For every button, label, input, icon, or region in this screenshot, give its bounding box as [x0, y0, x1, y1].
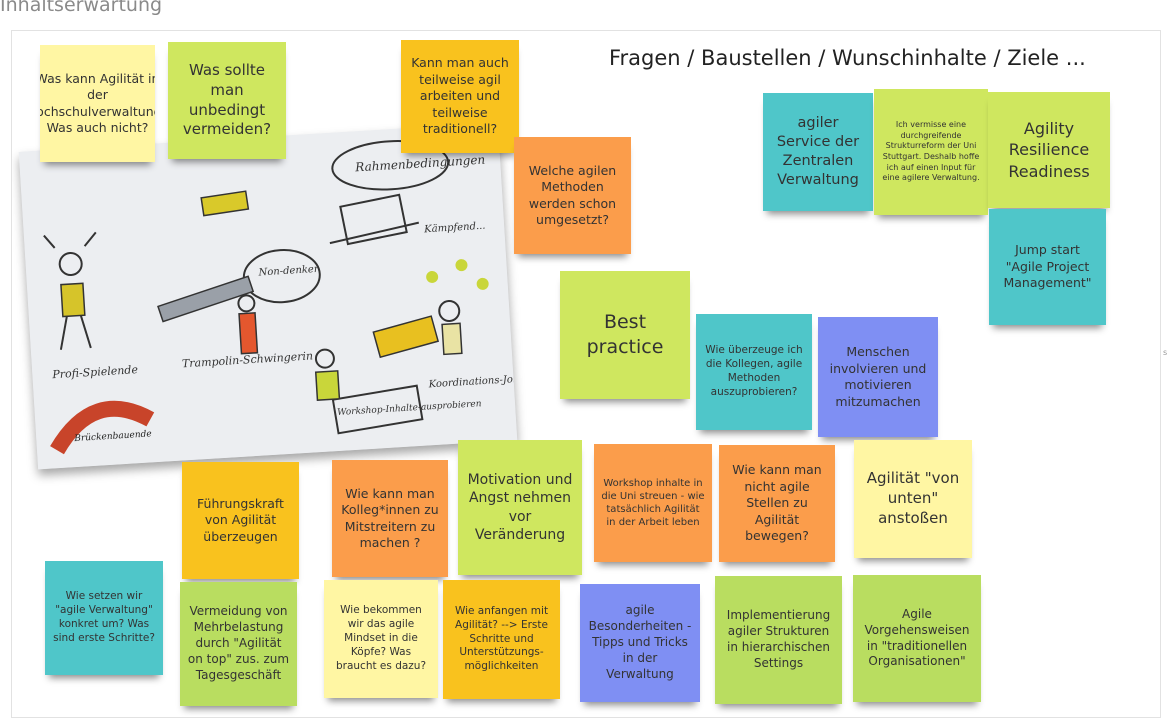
side-mark: s — [1163, 348, 1168, 357]
sticky-note[interactable]: Agilität "von unten" anstoßen — [854, 440, 972, 558]
sticky-note[interactable]: Wie überzeuge ich die Kollegen, agile Me… — [696, 314, 812, 430]
page-heading: Inhaltserwartung — [0, 0, 163, 16]
sticky-note[interactable]: Wie anfangen mit Agilität? --> Erste Sch… — [443, 580, 560, 699]
note-text: Ich vermisse eine durchgreifende Struktu… — [882, 120, 980, 183]
note-text: agiler Service der Zentralen Verwaltung — [776, 114, 860, 189]
note-text: Wie anfangen mit Agilität? --> Erste Sch… — [454, 604, 549, 673]
note-text: Was sollte man unbedingt vermeiden? — [182, 60, 272, 139]
note-text: Agile Vorgehensweisen in "traditionellen… — [864, 606, 970, 669]
note-text: Kann man auch teilweise agil arbeiten un… — [411, 55, 509, 137]
sketchnote-photo[interactable]: Rahmenbedingungen Kämpfend... Non-denker… — [18, 122, 518, 470]
sketch-label-bruecke: Brückenbauende — [73, 429, 152, 444]
whiteboard-canvas[interactable]: Fragen / Baustellen / Wunschinhalte / Zi… — [11, 30, 1161, 718]
sketchnote-drawing: Rahmenbedingungen Kämpfend... Non-denker… — [18, 122, 518, 470]
sticky-note[interactable]: Kann man auch teilweise agil arbeiten un… — [401, 40, 519, 153]
sketch-label-profi: Profi-Spielende — [51, 363, 139, 381]
note-text: Agility Resilience Readiness — [1008, 119, 1090, 181]
sticky-note[interactable]: Was sollte man unbedingt vermeiden? — [168, 42, 286, 159]
note-text: Motivation und Angst nehmen vor Veränder… — [467, 471, 573, 543]
sticky-note[interactable]: Wie kann man nicht agile Stellen zu Agil… — [719, 445, 835, 562]
note-text: Was kann Agilität in der Hochschulverwal… — [40, 70, 155, 136]
note-text: Best practice — [586, 310, 664, 358]
sticky-note[interactable]: Vermeidung von Mehrbelastung durch "Agil… — [180, 582, 297, 706]
sticky-note[interactable]: Agile Vorgehensweisen in "traditionellen… — [853, 575, 981, 702]
sticky-note[interactable]: Jump start "Agile Project Management" — [989, 209, 1106, 325]
note-text: Führungskraft von Agilität überzeugen — [197, 495, 284, 544]
sticky-note[interactable]: Wie kann man Kolleg*innen zu Mitstreiter… — [332, 460, 448, 577]
note-text: Welche agilen Methoden werden schon umge… — [528, 162, 617, 228]
sketch-label-nondenker: Non-denker — [257, 264, 320, 279]
note-text: Wie kann man nicht agile Stellen zu Agil… — [732, 462, 822, 544]
note-text: Wie bekommen wir das agile Mindset in di… — [335, 604, 427, 672]
note-text: Wie überzeuge ich die Kollegen, agile Me… — [705, 344, 803, 398]
sticky-note[interactable]: Motivation und Angst nehmen vor Veränder… — [458, 440, 582, 575]
sticky-note[interactable]: Was kann Agilität in der Hochschulverwal… — [40, 45, 155, 162]
note-text: Agilität "von unten" anstoßen — [866, 469, 960, 527]
sticky-note[interactable]: Workshop inhalte in die Uni streuen - wi… — [594, 444, 712, 562]
sticky-note[interactable]: Ich vermisse eine durchgreifende Struktu… — [874, 89, 988, 215]
note-text: Implementierung agiler Strukturen in hie… — [726, 608, 831, 670]
sticky-note[interactable]: Best practice — [560, 271, 690, 399]
note-text: Workshop inhalte in die Uni streuen - wi… — [601, 477, 705, 529]
sticky-note[interactable]: agile Besonderheiten - Tipps und Tricks … — [580, 584, 700, 702]
sticky-note[interactable]: Agility Resilience Readiness — [988, 92, 1110, 208]
sticky-note[interactable]: Wie bekommen wir das agile Mindset in di… — [324, 580, 438, 698]
note-text: agile Besonderheiten - Tipps und Tricks … — [588, 603, 692, 681]
note-text: Vermeidung von Mehrbelastung durch "Agil… — [187, 604, 290, 682]
board-title: Fragen / Baustellen / Wunschinhalte / Zi… — [609, 46, 1086, 70]
sticky-note[interactable]: Menschen involvieren und motivieren mitz… — [818, 317, 938, 437]
sketch-label-kaempfend: Kämpfend... — [423, 221, 486, 236]
sticky-note[interactable]: Führungskraft von Agilität überzeugen — [182, 462, 299, 579]
sticky-note[interactable]: Implementierung agiler Strukturen in hie… — [715, 576, 842, 704]
sticky-note[interactable]: agiler Service der Zentralen Verwaltung — [763, 93, 873, 211]
sticky-note[interactable]: Welche agilen Methoden werden schon umge… — [514, 137, 631, 254]
note-text: Jump start "Agile Project Management" — [1003, 242, 1092, 291]
note-text: Wie setzen wir "agile Verwaltung" konkre… — [53, 590, 155, 644]
note-text: Menschen involvieren und motivieren mitz… — [829, 344, 927, 409]
note-text: Wie kann man Kolleg*innen zu Mitstreiter… — [341, 485, 439, 551]
sticky-note[interactable]: Wie setzen wir "agile Verwaltung" konkre… — [45, 561, 163, 675]
